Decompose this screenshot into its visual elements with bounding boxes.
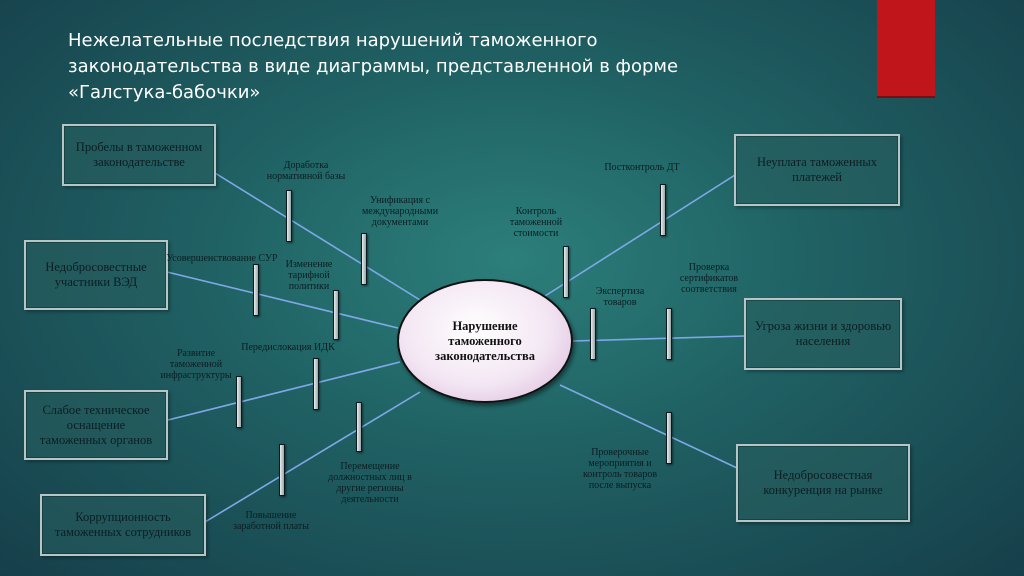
connector-cause-3 [167, 361, 401, 421]
barrier-label-left-4: Изменение тарифной политики [285, 259, 333, 292]
consequence-label-1: Неуплата таможенных платежей [756, 155, 877, 184]
barrier-bar-left-5 [236, 376, 242, 428]
barrier-label-left-2: Унификация с международными документами [361, 195, 439, 228]
barrier-bar-left-6 [313, 358, 319, 410]
connector-consequence-2 [572, 335, 746, 342]
cause-label-4: Коррупционность таможенных сотрудников [54, 510, 192, 539]
consequence-label-2: Угроза жизни и здоровью населения [754, 319, 892, 348]
barrier-label-right-4: Экспертиза товаров [595, 286, 645, 308]
barrier-label-left-6: Передислокация ИДК [241, 342, 335, 353]
cause-box-legislation-gaps: Пробелы в таможенном законодательстве [62, 124, 216, 186]
barrier-bar-right-1 [660, 184, 666, 236]
barrier-bar-left-4 [333, 290, 339, 340]
barrier-label-left-1: Доработка нормативной базы [266, 160, 346, 182]
barrier-bar-right-4 [590, 308, 596, 360]
accent-bar [877, 0, 935, 98]
consequence-box-unpaid-duties: Неуплата таможенных платежей [734, 134, 900, 206]
consequence-box-unfair-competition: Недобросовестная конкуренция на рынке [736, 444, 910, 522]
barrier-bar-right-2 [563, 246, 569, 298]
barrier-bar-left-8 [279, 444, 285, 496]
barrier-bar-left-1 [286, 190, 292, 242]
barrier-label-left-3: Усовершенствование СУР [166, 253, 278, 264]
barrier-bar-right-3 [666, 308, 672, 360]
central-event-label: Нарушение таможенного законодательства [435, 318, 535, 363]
barrier-label-right-1: Постконтроль ДТ [604, 162, 680, 173]
barrier-label-right-2: Контроль таможенной стоимости [509, 206, 563, 239]
slide-title: Нежелательные последствия нарушений тамо… [68, 28, 828, 106]
cause-label-2: Недобросовестные участники ВЭД [45, 260, 147, 289]
cause-box-corruption: Коррупционность таможенных сотрудников [40, 494, 206, 556]
barrier-label-left-8: Повышение заработной платы [233, 510, 309, 532]
connector-cause-4 [204, 391, 421, 523]
barrier-bar-left-3 [253, 264, 259, 316]
connector-consequence-3 [559, 384, 738, 469]
barrier-label-right-5: Проверочные мероприятия и контроль товар… [582, 447, 658, 491]
connector-cause-1 [214, 172, 421, 301]
barrier-bar-left-7 [356, 402, 362, 452]
title-line-2: законодательства в виде диаграммы, предс… [68, 56, 679, 77]
connector-cause-2 [166, 271, 399, 329]
central-event-ellipse: Нарушение таможенного законодательства [397, 279, 573, 403]
cause-label-3: Слабое техническое оснащение таможенных … [39, 402, 153, 447]
consequence-label-3: Недобросовестная конкуренция на рынке [763, 468, 883, 497]
title-line-1: Нежелательные последствия нарушений тамо… [68, 30, 598, 51]
barrier-label-left-5: Развитие таможенной инфраструктуры [160, 348, 232, 381]
barrier-label-right-3: Проверка сертификатов соответствия [679, 262, 739, 295]
cause-label-1: Пробелы в таможенном законодательстве [75, 140, 203, 169]
connector-consequence-1 [544, 174, 736, 297]
title-line-3: «Галстука-бабочки» [68, 82, 261, 103]
barrier-label-left-7: Перемещение должностных лиц в другие рег… [328, 461, 412, 505]
barrier-bar-right-5 [666, 412, 672, 464]
barrier-bar-left-2 [361, 233, 367, 285]
cause-box-weak-equipment: Слабое техническое оснащение таможенных … [24, 390, 168, 460]
cause-box-dishonest-participants: Недобросовестные участники ВЭД [24, 240, 168, 310]
consequence-box-health-threat: Угроза жизни и здоровью населения [744, 298, 902, 370]
